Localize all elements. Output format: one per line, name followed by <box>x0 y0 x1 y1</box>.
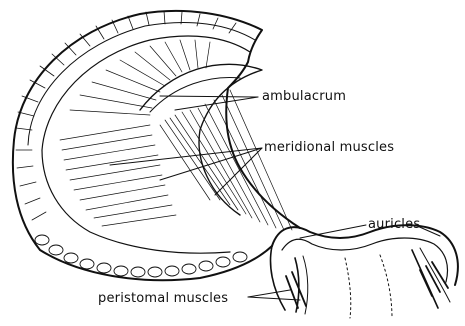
tubercle-row <box>35 235 247 277</box>
auricle-right-inner <box>420 248 450 302</box>
leader-peristomal-2 <box>248 297 300 300</box>
leader-peristomal-1 <box>248 290 290 297</box>
auricles-label: auricles <box>368 218 420 231</box>
peristome-ring-outer <box>272 225 458 285</box>
inner-band-outline <box>42 36 250 150</box>
meridional-muscles-label: meridional muscles <box>264 141 394 154</box>
peristome-lower <box>271 246 285 310</box>
peristome-center-wall-2 <box>380 255 392 318</box>
test-outer-outline <box>14 11 300 228</box>
peristomal-muscles-label: peristomal muscles <box>98 292 228 305</box>
ambulacrum-label: ambulacrum <box>262 90 346 103</box>
leader-ambulacrum-2 <box>160 96 258 97</box>
peristome-center-wall <box>345 258 351 318</box>
peristomal-muscle-fibers <box>286 262 448 308</box>
leader-lines <box>110 96 440 300</box>
plate-divisions <box>16 11 236 220</box>
inner-band-lower <box>42 150 230 253</box>
